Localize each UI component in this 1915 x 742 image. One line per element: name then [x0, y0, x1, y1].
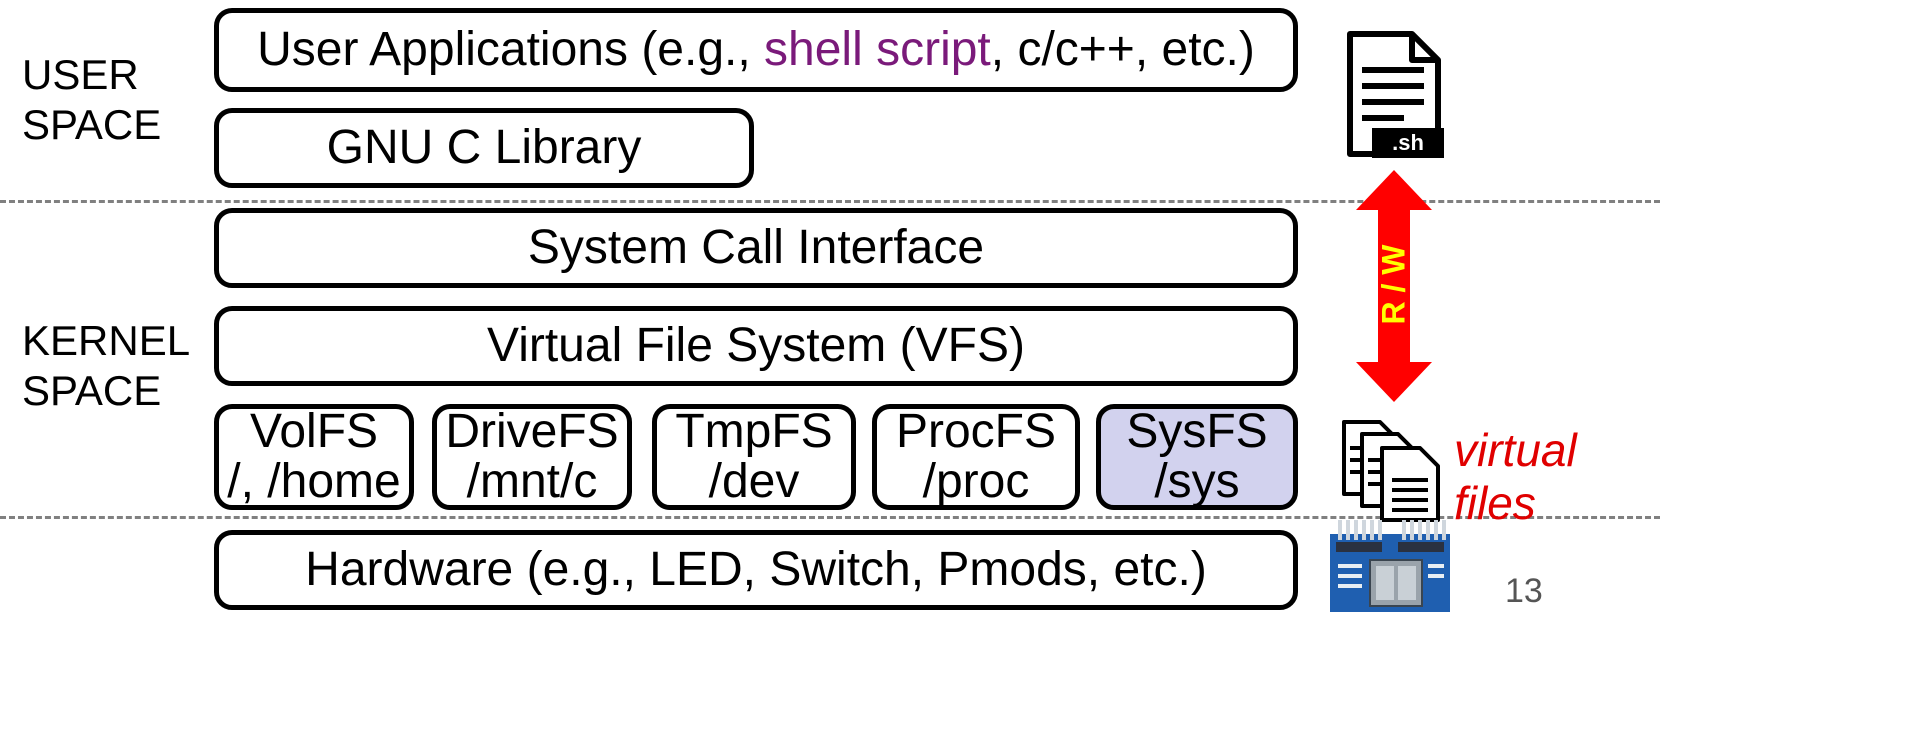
- glibc-label: GNU C Library: [326, 120, 642, 174]
- user-space-label: USER SPACE: [22, 51, 162, 149]
- fs-path: /mnt/c: [466, 455, 598, 508]
- kernel-hardware-divider: [0, 516, 1660, 519]
- hardware-label: Hardware (e.g., LED, Switch, Pmods, etc.…: [305, 542, 1207, 596]
- rw-label: R / W: [1375, 244, 1412, 325]
- page-number: 13: [1505, 572, 1543, 610]
- vfs-layer: Virtual File System (VFS): [214, 306, 1298, 386]
- kernel-space-label: KERNEL SPACE: [22, 317, 191, 415]
- hardware-board-image: [1330, 520, 1450, 612]
- sh-extension-label: .sh: [1392, 130, 1424, 155]
- syscall-interface-layer: System Call Interface: [214, 208, 1298, 288]
- shell-file-icon: .sh: [1344, 30, 1444, 160]
- user-kernel-divider: [0, 200, 1660, 203]
- hardware-layer: Hardware (e.g., LED, Switch, Pmods, etc.…: [214, 530, 1298, 610]
- fs-path: /proc: [922, 455, 1030, 508]
- fs-box-procfs: ProcFS /proc: [872, 404, 1080, 510]
- fs-name: TmpFS: [675, 404, 833, 458]
- virtual-files-icon: [1340, 418, 1444, 522]
- fs-box-sysfs: SysFS /sys: [1096, 404, 1298, 510]
- fs-path: /sys: [1154, 455, 1240, 508]
- syscall-label: System Call Interface: [527, 220, 985, 274]
- shell-script-highlight: shell script: [764, 22, 991, 76]
- fs-name: ProcFS: [895, 404, 1057, 458]
- user-apps-suffix: , c/c++, etc.): [990, 22, 1255, 76]
- fs-path: /, /home: [227, 455, 401, 508]
- glibc-layer: GNU C Library: [214, 108, 754, 188]
- vfs-label: Virtual File System (VFS): [487, 318, 1025, 372]
- fs-name: SysFS: [1126, 404, 1268, 458]
- fs-box-volfs: VolFS /, /home: [214, 404, 414, 510]
- fs-name: VolFS: [249, 404, 379, 458]
- fs-box-drivefs: DriveFS /mnt/c: [432, 404, 632, 510]
- fs-box-tmpfs: TmpFS /dev: [652, 404, 856, 510]
- user-apps-prefix: User Applications (e.g.,: [257, 22, 765, 76]
- fs-name: DriveFS: [445, 404, 619, 458]
- user-applications-layer: User Applications (e.g., shell script, c…: [214, 8, 1298, 92]
- virtual-files-label: virtual files: [1454, 424, 1577, 529]
- read-write-arrow: R / W: [1354, 170, 1434, 402]
- fs-path: /dev: [708, 455, 800, 508]
